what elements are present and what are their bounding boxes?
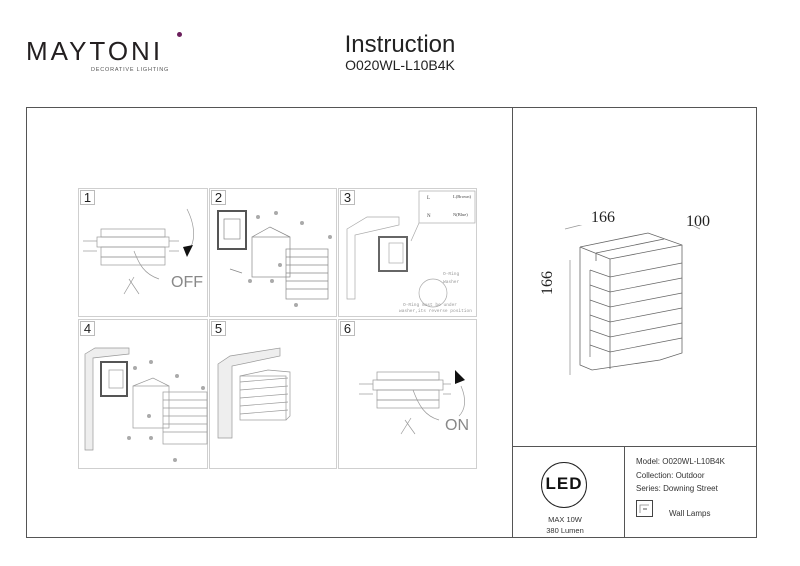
step-number: 6 [340,321,355,336]
step-caption: ON [445,417,469,434]
instruction-frame [26,107,757,538]
led-label: LED [545,474,583,493]
spec-model: Model: O020WL-L10B4K [636,457,725,466]
wiring-label-neutral: N [427,214,431,219]
step-caption: OFF [171,274,203,291]
divider-spec [624,446,625,538]
dimension-width: 166 [591,209,615,226]
dimension-height: 166 [539,271,556,295]
oring-note-line1: O-Ring must be under [403,302,457,308]
lamp-slats [589,262,683,357]
step-number: 3 [340,190,355,205]
mounted-lamp-illustration [217,347,291,439]
spec-series: Series: Downing Street [636,484,718,493]
dimension-drawing [564,225,701,375]
divider-vertical [512,107,513,538]
model-code: O020WL-L10B4K [345,57,455,73]
step-number: 2 [211,190,226,205]
step-panel-3: 3 L N L(Brown) N(Blue) O-Ring Washer O-R… [338,188,477,317]
brand-tagline: DECORATIVE LIGHTING [91,67,170,73]
oring-label: O-Ring [443,271,460,277]
lumen-output: 380 Lumen [546,526,584,535]
step-panel-6: 6 ON [338,319,477,469]
step-number: 5 [211,321,226,336]
width-dimension-line [564,225,583,230]
breaker-off-illustration: OFF [83,208,203,295]
brand-dot [177,32,182,37]
wiring-label-live: L [427,196,430,201]
step-panel-5: 5 [209,319,337,469]
exploded-assembly-illustration [217,210,332,307]
washer-label: Washer [443,279,460,285]
wall-lamp-icon [636,500,653,517]
divider-horizontal [512,446,757,447]
step-number: 1 [80,190,95,205]
wiring-illustration: L N L(Brown) N(Blue) O-Ring Washer O-Rin… [346,190,476,314]
dimension-depth: 100 [686,213,710,230]
step-number: 4 [80,321,95,336]
step-panel-4: 4 [78,319,208,469]
depth-dimension-line [691,225,701,230]
wiring-label-neutral-wire: N(Blue) [453,212,468,217]
step-panel-1: 1 OFF [78,188,208,317]
spec-collection: Collection: Outdoor [636,471,705,480]
oring-note-line2: washer,its reverse position [399,308,472,314]
arrow-icon [455,370,465,384]
spec-category: Wall Lamps [669,509,711,518]
brand-name: MAYTONI [26,36,164,66]
breaker-on-illustration: ON [359,370,469,435]
max-power: MAX 10W [548,515,582,524]
led-badge [541,462,587,508]
page-title: Instruction [344,31,456,58]
step-panel-2: 2 [209,188,337,317]
brand-logo: MAYTONI [26,32,182,66]
wiring-label-live-wire: L(Brown) [453,194,471,199]
attach-body-illustration [84,347,208,462]
arrow-icon [183,245,193,257]
